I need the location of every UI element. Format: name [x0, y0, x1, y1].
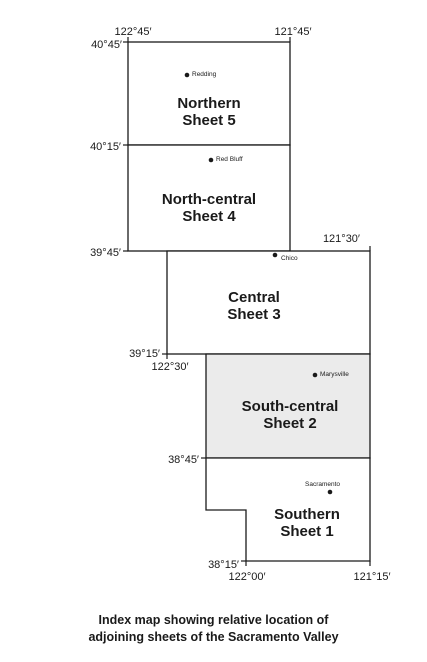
- cities: Redding Red Bluff Chico Marysville Sacra…: [184, 71, 349, 495]
- sheet-1-number: Sheet 1: [280, 523, 333, 540]
- sheet-3-name: Central: [228, 289, 280, 306]
- sheet-1-name: Southern: [274, 506, 340, 523]
- sheet-2-number: Sheet 2: [263, 415, 316, 432]
- lat-label-39-15: 39°15′: [129, 348, 160, 360]
- sheet-3-box: [166, 250, 371, 355]
- sheet-2-name: South-central: [242, 398, 339, 415]
- city-dot: [272, 252, 278, 258]
- sheet-5-box: [127, 41, 291, 146]
- lat-label-39-45: 39°45′: [90, 247, 121, 259]
- lat-label-40-45: 40°45′: [91, 39, 122, 51]
- sheet-4-number: Sheet 4: [182, 208, 236, 225]
- coordinate-labels: 122°45′ 121°45′ 40°45′ 40°15′ 39°45′ 121…: [90, 26, 390, 583]
- city-label-red-bluff: Red Bluff: [216, 156, 243, 163]
- city-dot: [327, 489, 333, 495]
- sheet-5-number: Sheet 5: [182, 112, 235, 129]
- city-label-chico: Chico: [281, 255, 298, 262]
- sheet-5-name: Northern: [177, 95, 240, 112]
- city-label-sacramento: Sacramento: [305, 481, 340, 488]
- lon-label-121-30: 121°30′: [323, 233, 360, 245]
- sheet-boxes: [127, 41, 371, 562]
- sheet-labels: Northern Sheet 5 North-central Sheet 4 C…: [162, 95, 340, 540]
- caption-line-2: adjoining sheets of the Sacramento Valle…: [88, 630, 339, 644]
- lon-label-122-45: 122°45′: [114, 26, 151, 38]
- lon-label-121-15: 121°15′: [353, 571, 390, 583]
- lon-label-122-00: 122°00′: [228, 571, 265, 583]
- lon-label-122-30: 122°30′: [151, 361, 188, 373]
- city-label-redding: Redding: [192, 71, 217, 78]
- sheet-4-box: [127, 144, 291, 252]
- sheet-2-box: [205, 353, 371, 459]
- city-label-marysville: Marysville: [320, 371, 349, 378]
- lat-label-38-15: 38°15′: [208, 559, 239, 571]
- sheet-3-number: Sheet 3: [227, 306, 280, 323]
- corner-ticks: [123, 37, 371, 566]
- caption-line-1: Index map showing relative location of: [98, 613, 329, 627]
- lat-label-38-45: 38°45′: [168, 454, 199, 466]
- lon-label-121-45: 121°45′: [274, 26, 311, 38]
- city-dot: [208, 157, 214, 163]
- map-caption: Index map showing relative location of a…: [0, 612, 427, 646]
- sheet-4-name: North-central: [162, 191, 256, 208]
- city-dot: [184, 72, 190, 78]
- city-dot: [312, 372, 318, 378]
- lat-label-40-15: 40°15′: [90, 141, 121, 153]
